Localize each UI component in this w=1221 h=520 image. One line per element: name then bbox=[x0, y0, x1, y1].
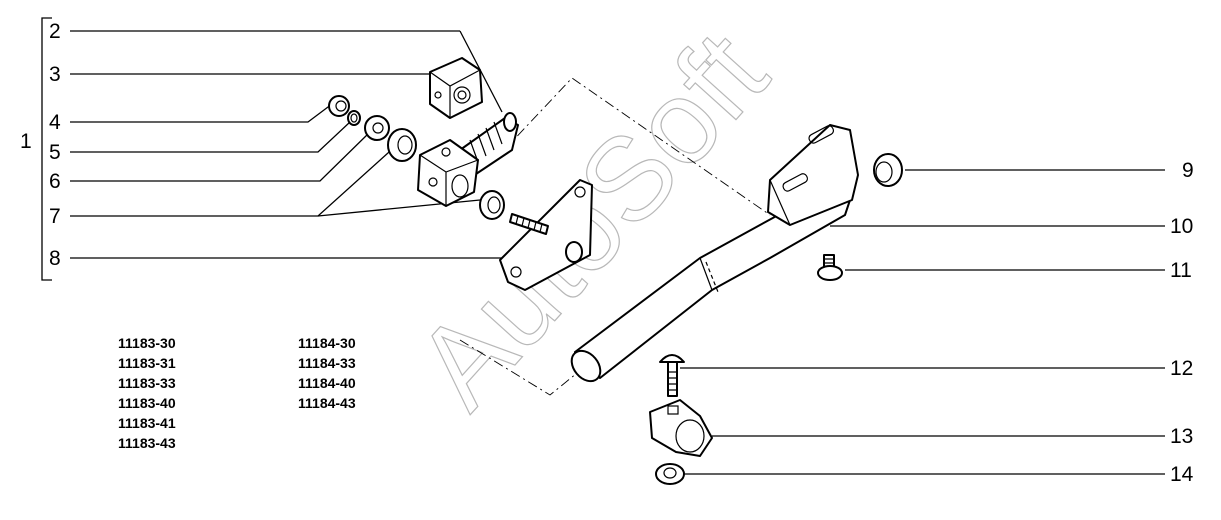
part-lever-arm bbox=[570, 124, 859, 383]
model-code: 11183-31 bbox=[118, 355, 176, 371]
model-code: 11183-30 bbox=[118, 335, 176, 351]
part-carriage-bolt bbox=[659, 354, 685, 397]
part-block bbox=[429, 57, 483, 119]
part-nut bbox=[328, 95, 350, 117]
part-bushing bbox=[387, 128, 505, 220]
model-code: 11184-30 bbox=[298, 335, 356, 351]
model-codes-left: 11183-30 11183-31 11183-33 11183-40 1118… bbox=[118, 335, 176, 451]
callout-10: 10 bbox=[1170, 215, 1193, 238]
leader-lines bbox=[70, 30, 1165, 475]
part-spring-washer bbox=[347, 110, 361, 126]
group-bracket bbox=[41, 17, 52, 281]
callout-9: 9 bbox=[1182, 159, 1194, 182]
model-code: 11183-40 bbox=[118, 395, 176, 411]
callout-numbers: 1 2 3 4 5 6 7 8 9 10 11 12 13 14 bbox=[20, 20, 1194, 486]
part-shaft-block bbox=[417, 112, 519, 207]
callout-2: 2 bbox=[49, 20, 61, 43]
callout-13: 13 bbox=[1170, 425, 1193, 448]
part-mounting-plate bbox=[499, 179, 593, 291]
part-bolt bbox=[817, 254, 843, 281]
part-flange-nut bbox=[655, 463, 685, 485]
model-codes-right: 11184-30 11184-33 11184-40 11184-43 bbox=[298, 335, 356, 411]
part-bushing-right bbox=[873, 153, 903, 187]
model-code: 11183-41 bbox=[118, 415, 176, 431]
callout-12: 12 bbox=[1170, 357, 1193, 380]
model-code: 11183-43 bbox=[118, 435, 176, 451]
callout-11: 11 bbox=[1170, 259, 1192, 282]
model-code: 11184-43 bbox=[298, 395, 356, 411]
callout-4: 4 bbox=[49, 111, 61, 134]
callout-14: 14 bbox=[1170, 463, 1194, 486]
callout-3: 3 bbox=[49, 63, 61, 86]
callout-1: 1 bbox=[20, 130, 32, 153]
callout-6: 6 bbox=[49, 170, 61, 193]
callout-5: 5 bbox=[49, 141, 61, 164]
model-code: 11183-33 bbox=[118, 375, 176, 391]
part-clamp bbox=[649, 399, 713, 457]
callout-7: 7 bbox=[49, 205, 61, 228]
model-code: 11184-40 bbox=[298, 375, 356, 391]
callout-8: 8 bbox=[49, 247, 61, 270]
part-washer bbox=[364, 115, 390, 141]
model-code: 11184-33 bbox=[298, 355, 356, 371]
